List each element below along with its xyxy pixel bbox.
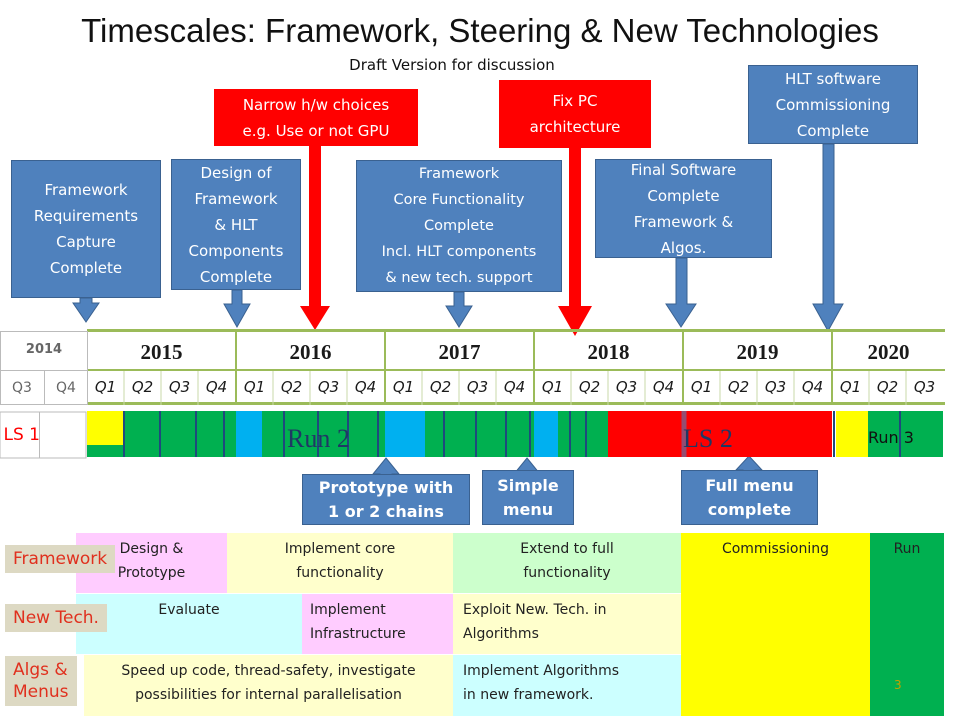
page-number: 3 [894,678,902,692]
run3-label: Run 3 [868,428,914,447]
callout-design-text: Design of Framework & HLT Components Com… [188,163,284,286]
callout-design: Design of Framework & HLT Components Com… [171,159,301,290]
quarter-label: Q1 [94,378,117,396]
callout-requirements-text: Framework Requirements Capture Complete [33,181,139,277]
callout-final-text: Final Software Complete Framework & Algo… [630,160,737,257]
callout-fixpc-text: Fix PC architecture [529,92,621,136]
arrow-fixpc [558,148,592,336]
quarter-label: Q2 [131,378,154,396]
arrow-design [223,289,251,329]
quarter-label: Q1 [541,378,564,396]
quarter-label: Q4 [503,378,526,396]
quarter-label: Q4 [801,378,824,396]
page-title: Timescales: Framework, Steering & New Te… [81,12,879,49]
quarter-2014-q4: Q4 [56,380,76,396]
quarter-label: Q3 [317,378,340,396]
algs-implement-text: Implement Algorithms in new framework. [463,663,620,703]
ls1-label: LS 1 [3,425,40,445]
year-2016: 2016 [289,339,332,364]
year-2014: 2014 [25,341,63,357]
framework-core-text: Implement core functionality [284,541,396,581]
quarter-label: Q2 [876,378,899,396]
algs-speedup-cell: Speed up code, thread-safety, investigat… [84,655,453,716]
commissioning-text: Commissioning [721,541,830,557]
framework-extend-cell: Extend to full functionality [453,533,681,593]
algs-speedup-text: Speed up code, thread-safety, investigat… [121,663,416,703]
year-2014-qdivider [44,370,45,405]
callout-full: Full menu complete [681,470,818,525]
newtech-infra-cell: Implement Infrastructure [302,594,453,654]
timeline-divider [87,369,945,371]
arrow-hlt [812,143,844,333]
framework-design-text: Design & Prototype [117,541,186,581]
callout-requirements: Framework Requirements Capture Complete [11,160,161,298]
year-2020: 2020 [867,339,910,364]
callout-fixpc: Fix PC architecture [499,80,651,148]
callout-narrow-text: Narrow h/w choices e.g. Use or not GPU [242,95,390,140]
callout-prototype-text: Prototype with 1 or 2 chains [318,477,454,521]
quarter-label: Q4 [205,378,228,396]
algs-implement-cell: Implement Algorithms in new framework. [453,655,681,716]
newtech-evaluate-text: Evaluate [158,602,220,618]
quarter-2014-q3: Q3 [12,380,32,396]
quarter-label: Q3 [764,378,787,396]
row-label-algs: Algs & Menus [5,656,77,706]
callout-final: Final Software Complete Framework & Algo… [595,159,772,258]
quarter-label: Q4 [354,378,377,396]
timeline-grid [123,329,907,405]
year-2015: 2015 [140,339,183,364]
year-2019: 2019 [736,339,779,364]
callout-simple: Simple menu [482,470,574,525]
row-label-framework: Framework [5,545,116,573]
framework-core-cell: Implement core functionality [227,533,453,593]
newtech-evaluate-cell: Evaluate [76,594,302,654]
row-label-newtech: New Tech. [5,604,107,632]
quarter-label: Q1 [243,378,266,396]
newtech-exploit-text: Exploit New. Tech. in Algorithms [463,602,607,642]
arrow-core [445,291,473,328]
timeline-header [87,329,945,405]
callout-hlt-text: HLT software Commissioning Complete [775,69,891,140]
quarter-label: Q3 [913,378,936,396]
run-cell: Run [870,533,944,716]
callout-full-text: Full menu complete [705,475,794,519]
page-subtitle: Draft Version for discussion [349,56,555,74]
callout-simple-text: Simple menu [497,475,559,519]
quarter-label: Q2 [727,378,750,396]
callout-core: Framework Core Functionality Complete In… [356,160,562,292]
year-2018: 2018 [587,339,630,364]
quarter-label: Q2 [280,378,303,396]
quarter-label: Q4 [652,378,675,396]
arrow-narrow [300,146,330,330]
callout-hlt: HLT software Commissioning Complete [748,65,918,144]
callout-core-text: Framework Core Functionality Complete In… [381,166,537,286]
framework-extend-text: Extend to full functionality [520,541,614,581]
quarter-label: Q3 [615,378,638,396]
quarter-label: Q1 [839,378,862,396]
quarter-label: Q3 [466,378,489,396]
framework-design-cell: Design & Prototype [76,533,227,593]
quarter-label: Q2 [429,378,452,396]
commissioning-cell: Commissioning [681,533,870,716]
newtech-infra-text: Implement Infrastructure [310,602,406,642]
quarter-label: Q3 [168,378,191,396]
year-2017: 2017 [438,339,481,364]
callout-prototype: Prototype with 1 or 2 chains [302,474,470,525]
arrow-requirements [72,297,100,323]
arrow-final [665,257,697,328]
ls1-divider [39,412,40,458]
callout-narrow: Narrow h/w choices e.g. Use or not GPU [214,89,418,146]
quarter-label: Q1 [392,378,415,396]
run-text: Run [893,541,921,557]
newtech-exploit-cell: Exploit New. Tech. in Algorithms [453,594,681,654]
run-bar [0,411,943,459]
run2-label: Run 2 [287,424,350,453]
quarter-label: Q1 [690,378,713,396]
quarter-label: Q2 [578,378,601,396]
ls2-label: LS 2 [683,424,733,453]
